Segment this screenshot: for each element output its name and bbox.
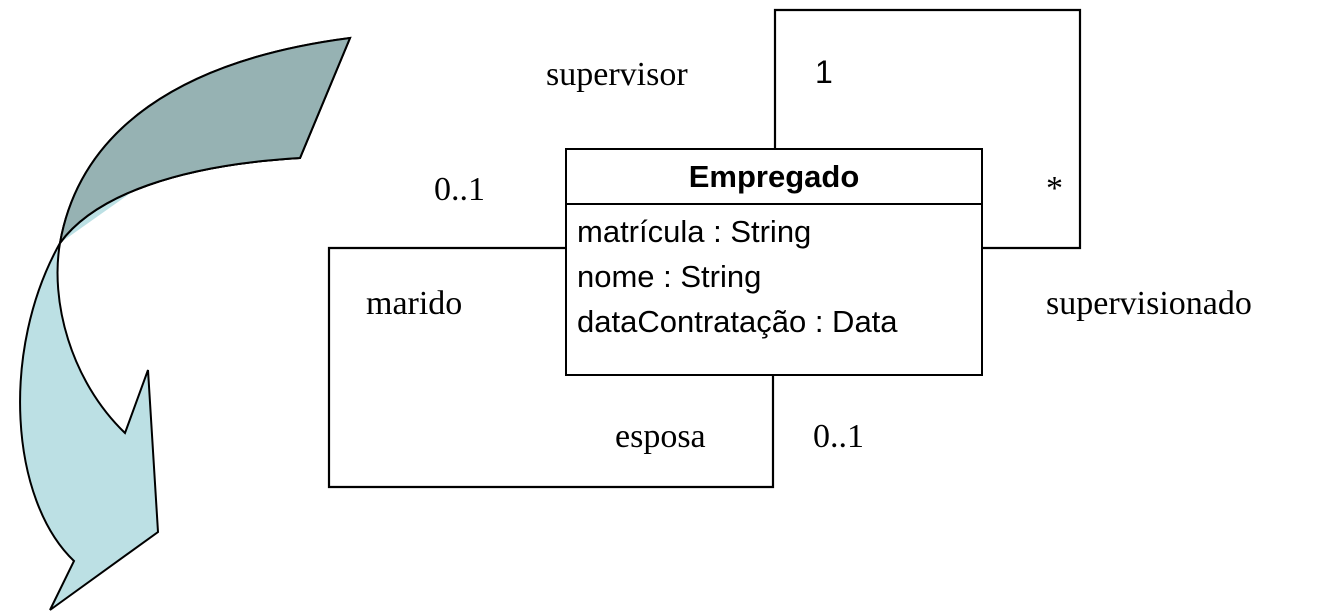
multiplicity-marido-label: 0..1 <box>434 171 485 208</box>
attribute-data-contratacao: dataContratação : Data <box>577 304 898 339</box>
curved-arrow-top-overlay <box>59 36 352 244</box>
role-esposa-label: esposa <box>615 418 706 455</box>
supervision-association-line <box>773 8 1082 250</box>
attribute-nome: nome : String <box>577 259 762 294</box>
role-supervisionado-label: supervisionado <box>1046 285 1252 322</box>
role-supervisor-label: supervisor <box>546 56 688 93</box>
multiplicity-esposa-label: 0..1 <box>813 418 864 455</box>
multiplicity-supervisionado-label: * <box>1046 170 1063 207</box>
multiplicity-supervisor-label: 1 <box>815 54 833 90</box>
marriage-association-line <box>327 246 775 489</box>
attribute-matricula: matrícula : String <box>577 214 812 249</box>
class-attributes: matrícula : String nome : String dataCon… <box>567 205 981 344</box>
class-name: Empregado <box>567 150 981 205</box>
role-marido-label: marido <box>366 285 463 322</box>
class-empregado: Empregado matrícula : String nome : Stri… <box>565 148 983 376</box>
